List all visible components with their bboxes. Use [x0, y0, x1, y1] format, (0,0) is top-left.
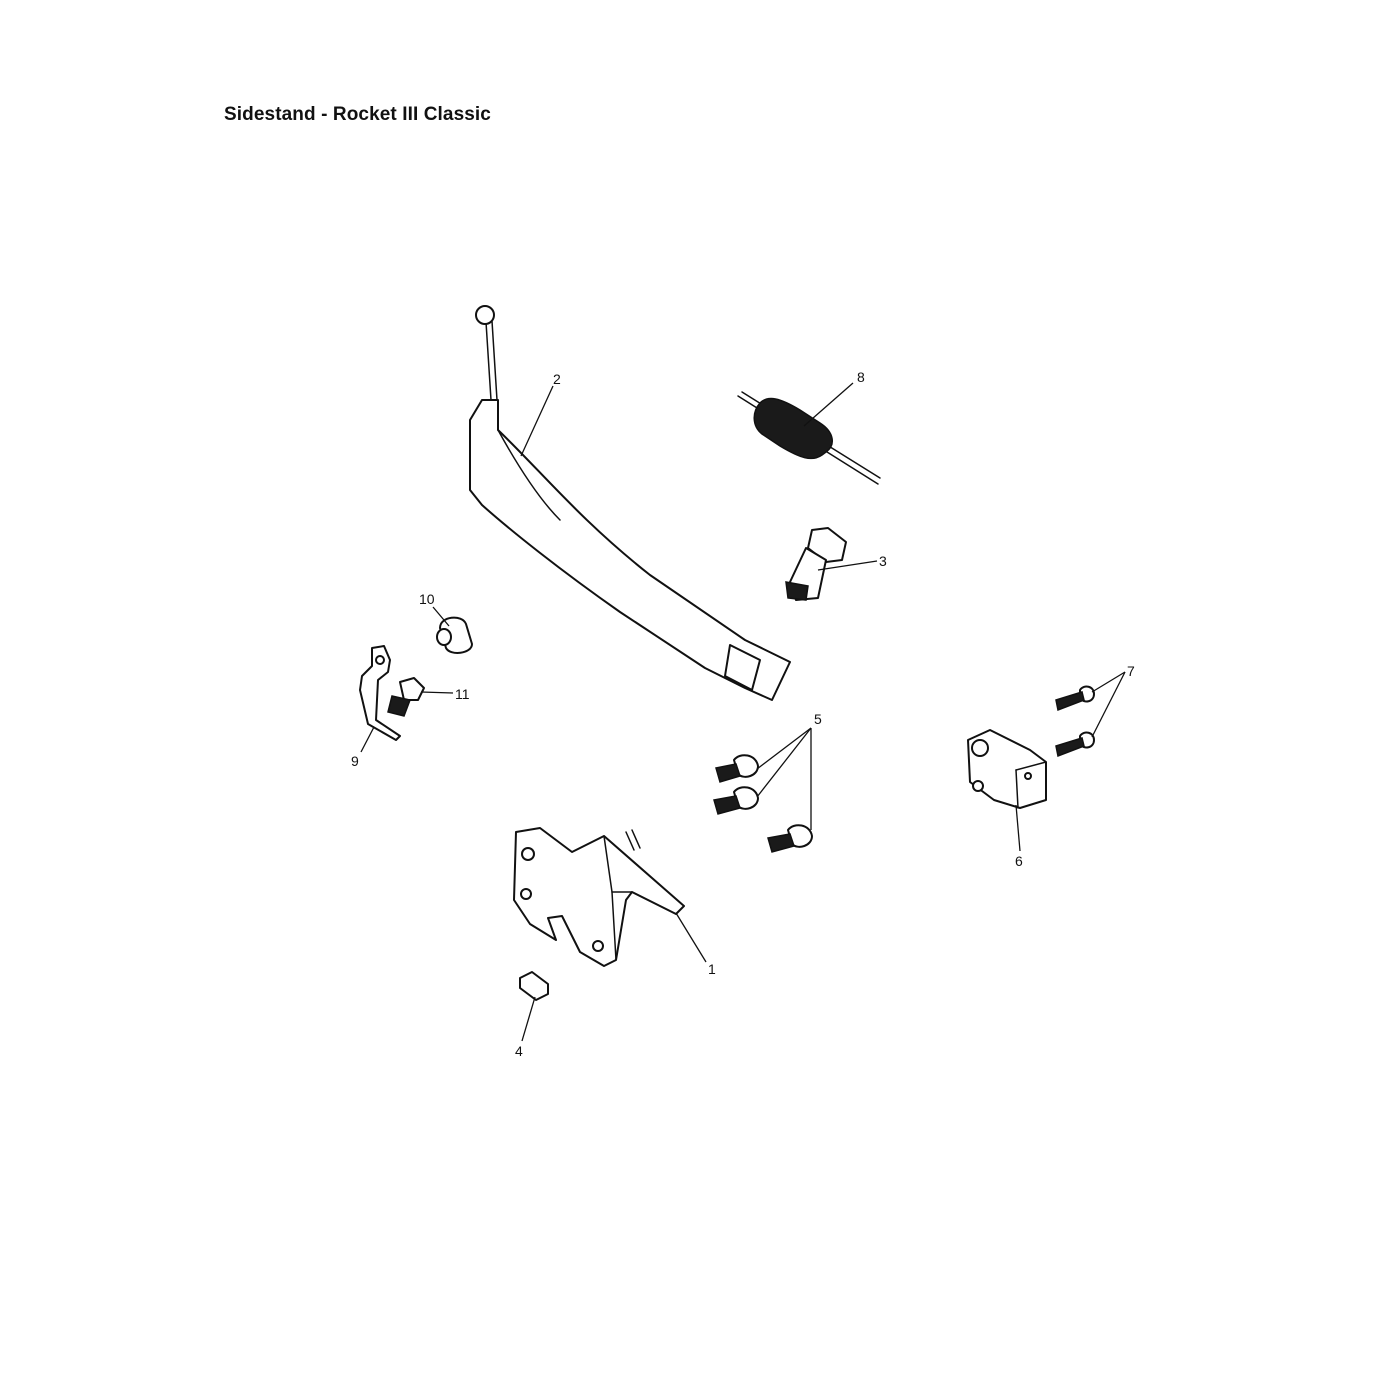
- callout-6: 6: [1015, 853, 1023, 869]
- callout-2: 2: [553, 371, 561, 387]
- part-1-mounting-bracket: [513, 827, 685, 967]
- part-8-spring: [737, 391, 881, 485]
- callout-7: 7: [1127, 663, 1135, 679]
- callout-labels: 1 2 3 4 5 6 7 8 9 10 11: [351, 369, 1135, 1059]
- callout-11: 11: [455, 686, 470, 702]
- page-title: Sidestand - Rocket III Classic: [224, 104, 491, 125]
- part-7-screws: [1055, 685, 1095, 758]
- callout-3: 3: [879, 553, 887, 569]
- part-9-bracket: [359, 645, 401, 741]
- callout-4: 4: [515, 1043, 523, 1059]
- callout-5: 5: [814, 711, 822, 727]
- part-4-nut: [519, 971, 549, 1001]
- part-10-stop-rubber: [436, 616, 473, 654]
- callout-8: 8: [857, 369, 865, 385]
- callout-9: 9: [351, 753, 359, 769]
- part-11-bolt: [387, 677, 425, 717]
- callout-10: 10: [419, 591, 435, 607]
- leader-lines: [360, 382, 1126, 1042]
- part-3-pivot-bolt: [785, 527, 847, 601]
- callout-1: 1: [708, 961, 716, 977]
- part-6-switch-block: [967, 729, 1047, 809]
- part-5-bolts: [713, 754, 813, 853]
- part-2-sidestand-leg: [469, 305, 791, 701]
